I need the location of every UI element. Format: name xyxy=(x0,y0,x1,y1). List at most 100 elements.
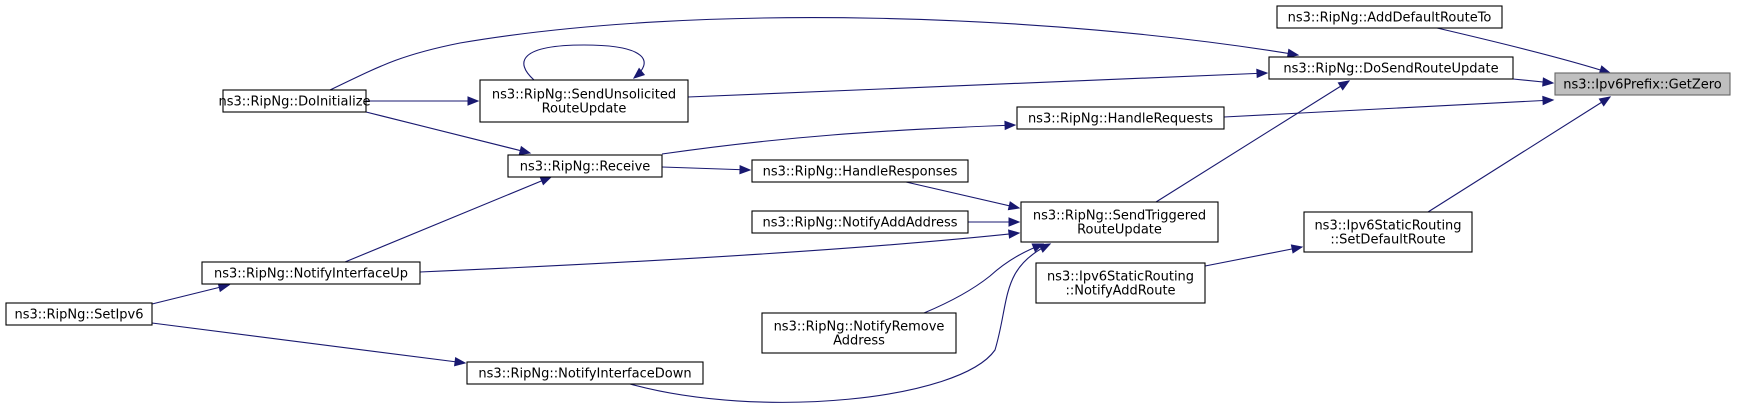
edge-SendTriggeredRouteUpdate-to-DoSendRouteUpdate xyxy=(1155,80,1351,203)
node-GetZero[interactable]: ns3::Ipv6Prefix::GetZero xyxy=(1554,72,1731,96)
node-label: RouteUpdate xyxy=(542,102,627,117)
edge-line xyxy=(419,232,1020,273)
edge-line xyxy=(1223,99,1554,118)
node-SetDefaultRoute[interactable]: ns3::Ipv6StaticRouting::SetDefaultRoute xyxy=(1303,211,1473,253)
node-box xyxy=(751,159,969,183)
node-box xyxy=(1035,262,1206,304)
edge-line xyxy=(151,322,466,364)
edge-line xyxy=(523,44,645,81)
edge-NotifyAddAddress-to-SendTriggeredRouteUpdate xyxy=(968,217,1021,227)
node-label: ns3::RipNg::HandleResponses xyxy=(763,165,958,180)
node-NotifyAddRoute[interactable]: ns3::Ipv6StaticRouting::NotifyAddRoute xyxy=(1035,262,1206,304)
node-label: ns3::Ipv6StaticRouting xyxy=(1314,219,1461,234)
arrowhead-icon xyxy=(217,282,231,293)
edge-SetIpv6-to-NotifyInterfaceUp xyxy=(151,282,231,305)
edge-NotifyAddRoute-to-SetDefaultRoute xyxy=(1199,244,1304,268)
node-label: ns3::RipNg::DoSendRouteUpdate xyxy=(1283,62,1498,77)
arrowhead-icon xyxy=(1256,68,1269,79)
arrowhead-icon xyxy=(1290,244,1304,254)
edge-HandleRequests-to-GetZero xyxy=(1223,95,1555,118)
node-label: ns3::RipNg::DoInitialize xyxy=(218,95,370,110)
node-label: ns3::RipNg::NotifyInterfaceUp xyxy=(214,267,408,282)
node-DoSendRouteUpdate[interactable]: ns3::RipNg::DoSendRouteUpdate xyxy=(1268,56,1514,80)
node-box xyxy=(1303,211,1473,253)
edge-NotifyInterfaceUp-to-Receive xyxy=(344,176,553,263)
edge-line xyxy=(1436,27,1611,74)
node-label: ns3::RipNg::AddDefaultRouteTo xyxy=(1288,11,1492,26)
arrowhead-icon xyxy=(1007,201,1021,211)
arrowhead-icon xyxy=(1008,229,1021,239)
arrowhead-icon xyxy=(539,176,553,186)
node-HandleResponses[interactable]: ns3::RipNg::HandleResponses xyxy=(751,159,969,183)
node-box xyxy=(222,89,367,113)
arrowhead-icon xyxy=(1038,243,1052,253)
edge-line xyxy=(365,111,531,154)
node-box xyxy=(5,302,153,326)
node-box xyxy=(201,261,421,285)
edge-NotifyRemoveAddress-to-SendTriggeredRouteUpdate xyxy=(923,243,1045,314)
edge-line xyxy=(1199,246,1303,268)
edge-line xyxy=(344,176,552,263)
node-label: ns3::Ipv6Prefix::GetZero xyxy=(1563,78,1722,93)
node-DoInitialize[interactable]: ns3::RipNg::DoInitialize xyxy=(218,89,371,113)
node-Receive[interactable]: ns3::RipNg::Receive xyxy=(507,154,663,178)
node-box xyxy=(1554,72,1731,96)
edge-SendUnsolicitedRouteUpdate-to-SendUnsolicitedRouteUpdate xyxy=(523,44,646,81)
node-NotifyInterfaceUp[interactable]: ns3::RipNg::NotifyInterfaceUp xyxy=(201,261,421,285)
node-box xyxy=(479,79,689,123)
edge-DoInitialize-to-SendUnsolicitedRouteUpdate xyxy=(366,96,480,106)
node-box xyxy=(1016,106,1225,130)
node-HandleRequests[interactable]: ns3::RipNg::HandleRequests xyxy=(1016,106,1225,130)
arrowhead-icon xyxy=(1008,217,1021,227)
edge-DoInitialize-to-Receive xyxy=(365,111,532,156)
node-label: ns3::RipNg::NotifyAddAddress xyxy=(762,216,957,231)
node-label: RouteUpdate xyxy=(1077,223,1162,238)
node-box xyxy=(507,154,663,178)
node-box xyxy=(761,312,957,354)
arrowhead-icon xyxy=(1542,95,1555,106)
edge-Receive-to-HandleResponses xyxy=(661,164,752,175)
edge-line xyxy=(329,17,1299,91)
arrowhead-icon xyxy=(1286,48,1300,58)
arrowhead-icon xyxy=(1542,77,1555,87)
edge-NotifyInterfaceUp-to-SendTriggeredRouteUpdate xyxy=(419,229,1021,273)
node-label: ns3::RipNg::SetIpv6 xyxy=(14,308,143,323)
node-label: ns3::RipNg::SendTriggered xyxy=(1033,209,1206,224)
node-AddDefaultRouteTo[interactable]: ns3::RipNg::AddDefaultRouteTo xyxy=(1276,5,1503,29)
edges-layer xyxy=(151,17,1612,403)
node-box xyxy=(1276,5,1503,29)
arrowhead-icon xyxy=(1598,96,1612,107)
edge-line xyxy=(1427,96,1611,213)
arrowhead-icon xyxy=(1004,120,1017,131)
node-label: ::NotifyAddRoute xyxy=(1065,284,1175,299)
node-NotifyInterfaceDown[interactable]: ns3::RipNg::NotifyInterfaceDown xyxy=(466,361,704,385)
edge-line xyxy=(1155,80,1350,203)
arrowhead-icon xyxy=(454,357,467,367)
edge-line xyxy=(687,72,1268,98)
edge-Receive-to-HandleRequests xyxy=(661,120,1017,155)
arrowhead-icon xyxy=(518,145,532,156)
edge-line xyxy=(923,243,1044,314)
edge-SendUnsolicitedRouteUpdate-to-DoSendRouteUpdate xyxy=(687,68,1269,98)
node-box xyxy=(466,361,704,385)
node-box xyxy=(1268,56,1514,80)
node-label: Address xyxy=(833,334,885,349)
arrowhead-icon xyxy=(632,67,646,79)
arrowhead-icon xyxy=(1337,80,1351,91)
edge-DoInitialize-to-DoSendRouteUpdate xyxy=(329,17,1300,91)
edge-line xyxy=(905,181,1020,209)
edge-SetDefaultRoute-to-GetZero xyxy=(1427,96,1612,213)
arrowhead-icon xyxy=(467,96,480,106)
edge-SetIpv6-to-NotifyInterfaceDown xyxy=(151,322,467,367)
edge-line xyxy=(661,166,751,171)
node-label: ns3::RipNg::NotifyInterfaceDown xyxy=(478,367,691,382)
node-box xyxy=(751,210,969,234)
node-SetIpv6[interactable]: ns3::RipNg::SetIpv6 xyxy=(5,302,153,326)
node-label: ns3::RipNg::Receive xyxy=(520,160,651,175)
arrowhead-icon xyxy=(739,164,752,175)
node-label: ns3::RipNg::NotifyRemove xyxy=(774,320,945,335)
node-NotifyAddAddress[interactable]: ns3::RipNg::NotifyAddAddress xyxy=(751,210,969,234)
